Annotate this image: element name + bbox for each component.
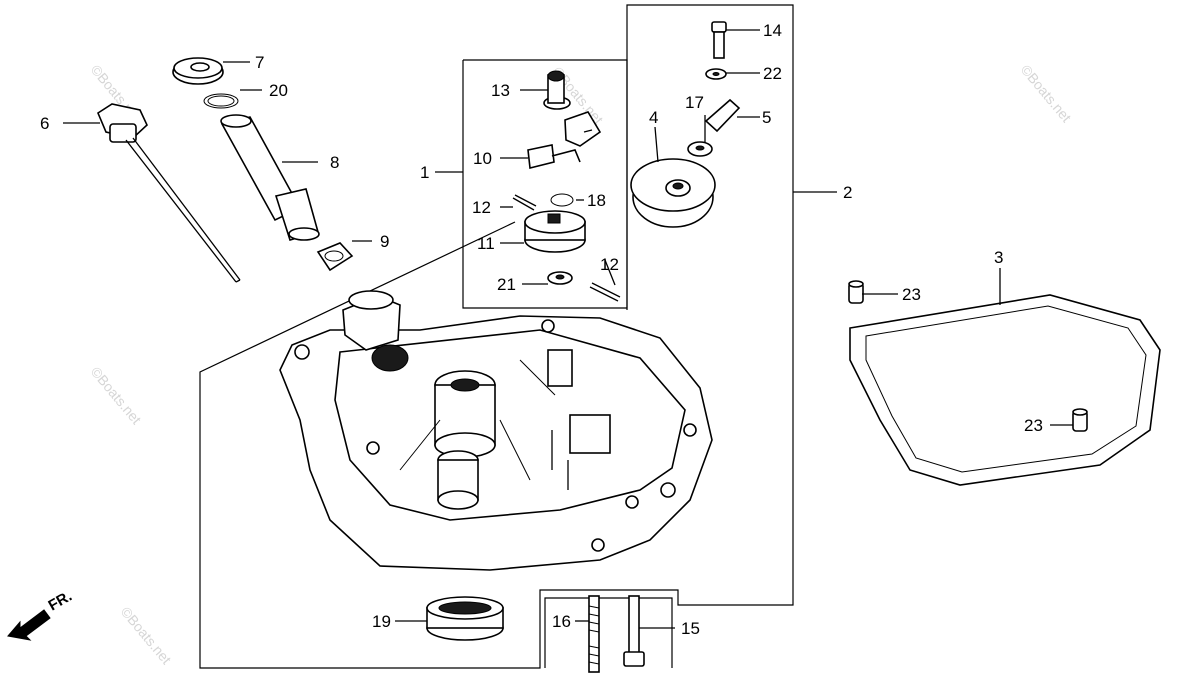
callout-21: 21 — [497, 275, 516, 294]
callout-1: 1 — [420, 163, 429, 182]
callout-16: 16 — [552, 612, 571, 631]
callout-4: 4 — [649, 108, 658, 127]
callout-15: 15 — [681, 619, 700, 638]
governor-parts — [512, 70, 621, 302]
watermark-top-right: ©Boats.net — [1018, 62, 1075, 126]
dipstick-part — [97, 103, 241, 283]
oil-seal-part — [426, 596, 504, 641]
callout-3: 3 — [994, 248, 1003, 267]
callout-8: 8 — [330, 153, 339, 172]
group-outline-governor — [462, 59, 628, 309]
callout-7: 7 — [255, 53, 264, 72]
watermark-bottom-left: ©Boats.net — [118, 604, 175, 668]
filler-neck-group — [172, 57, 354, 272]
callout-18: 18 — [587, 191, 606, 210]
callout-23a: 23 — [902, 285, 921, 304]
callout-17: 17 — [685, 93, 704, 112]
callout-11: 11 — [477, 234, 495, 253]
callout-6: 6 — [40, 114, 49, 133]
arrow-icon — [7, 609, 51, 641]
callout-12a: 12 — [472, 198, 491, 217]
callout-19: 19 — [372, 612, 391, 631]
stud-bolt-parts — [588, 595, 645, 673]
callout-10: 10 — [473, 149, 492, 168]
callout-23b: 23 — [1024, 416, 1043, 435]
callout-5: 5 — [762, 108, 771, 127]
leader-lines — [63, 29, 1073, 629]
callout-13: 13 — [491, 81, 510, 100]
group-outline-bolts — [544, 597, 673, 668]
callout-2: 2 — [843, 183, 852, 202]
callout-9: 9 — [380, 232, 389, 251]
crankcase-cover — [279, 290, 713, 571]
watermark-mid-left: ©Boats.net — [88, 364, 145, 428]
oil-pump-gear-parts — [630, 21, 741, 228]
callout-22: 22 — [763, 64, 782, 83]
front-direction-label: FR. — [46, 588, 75, 615]
front-direction-arrow: FR. — [7, 588, 75, 641]
group-outline-crankcase — [199, 4, 794, 669]
callout-12b: 12 — [600, 255, 619, 274]
callout-labels: 1 2 3 4 5 6 7 8 9 10 11 12 12 13 14 15 1… — [40, 21, 1043, 638]
callout-20: 20 — [269, 81, 288, 100]
callout-14: 14 — [763, 21, 782, 40]
gasket-parts — [848, 280, 1161, 486]
